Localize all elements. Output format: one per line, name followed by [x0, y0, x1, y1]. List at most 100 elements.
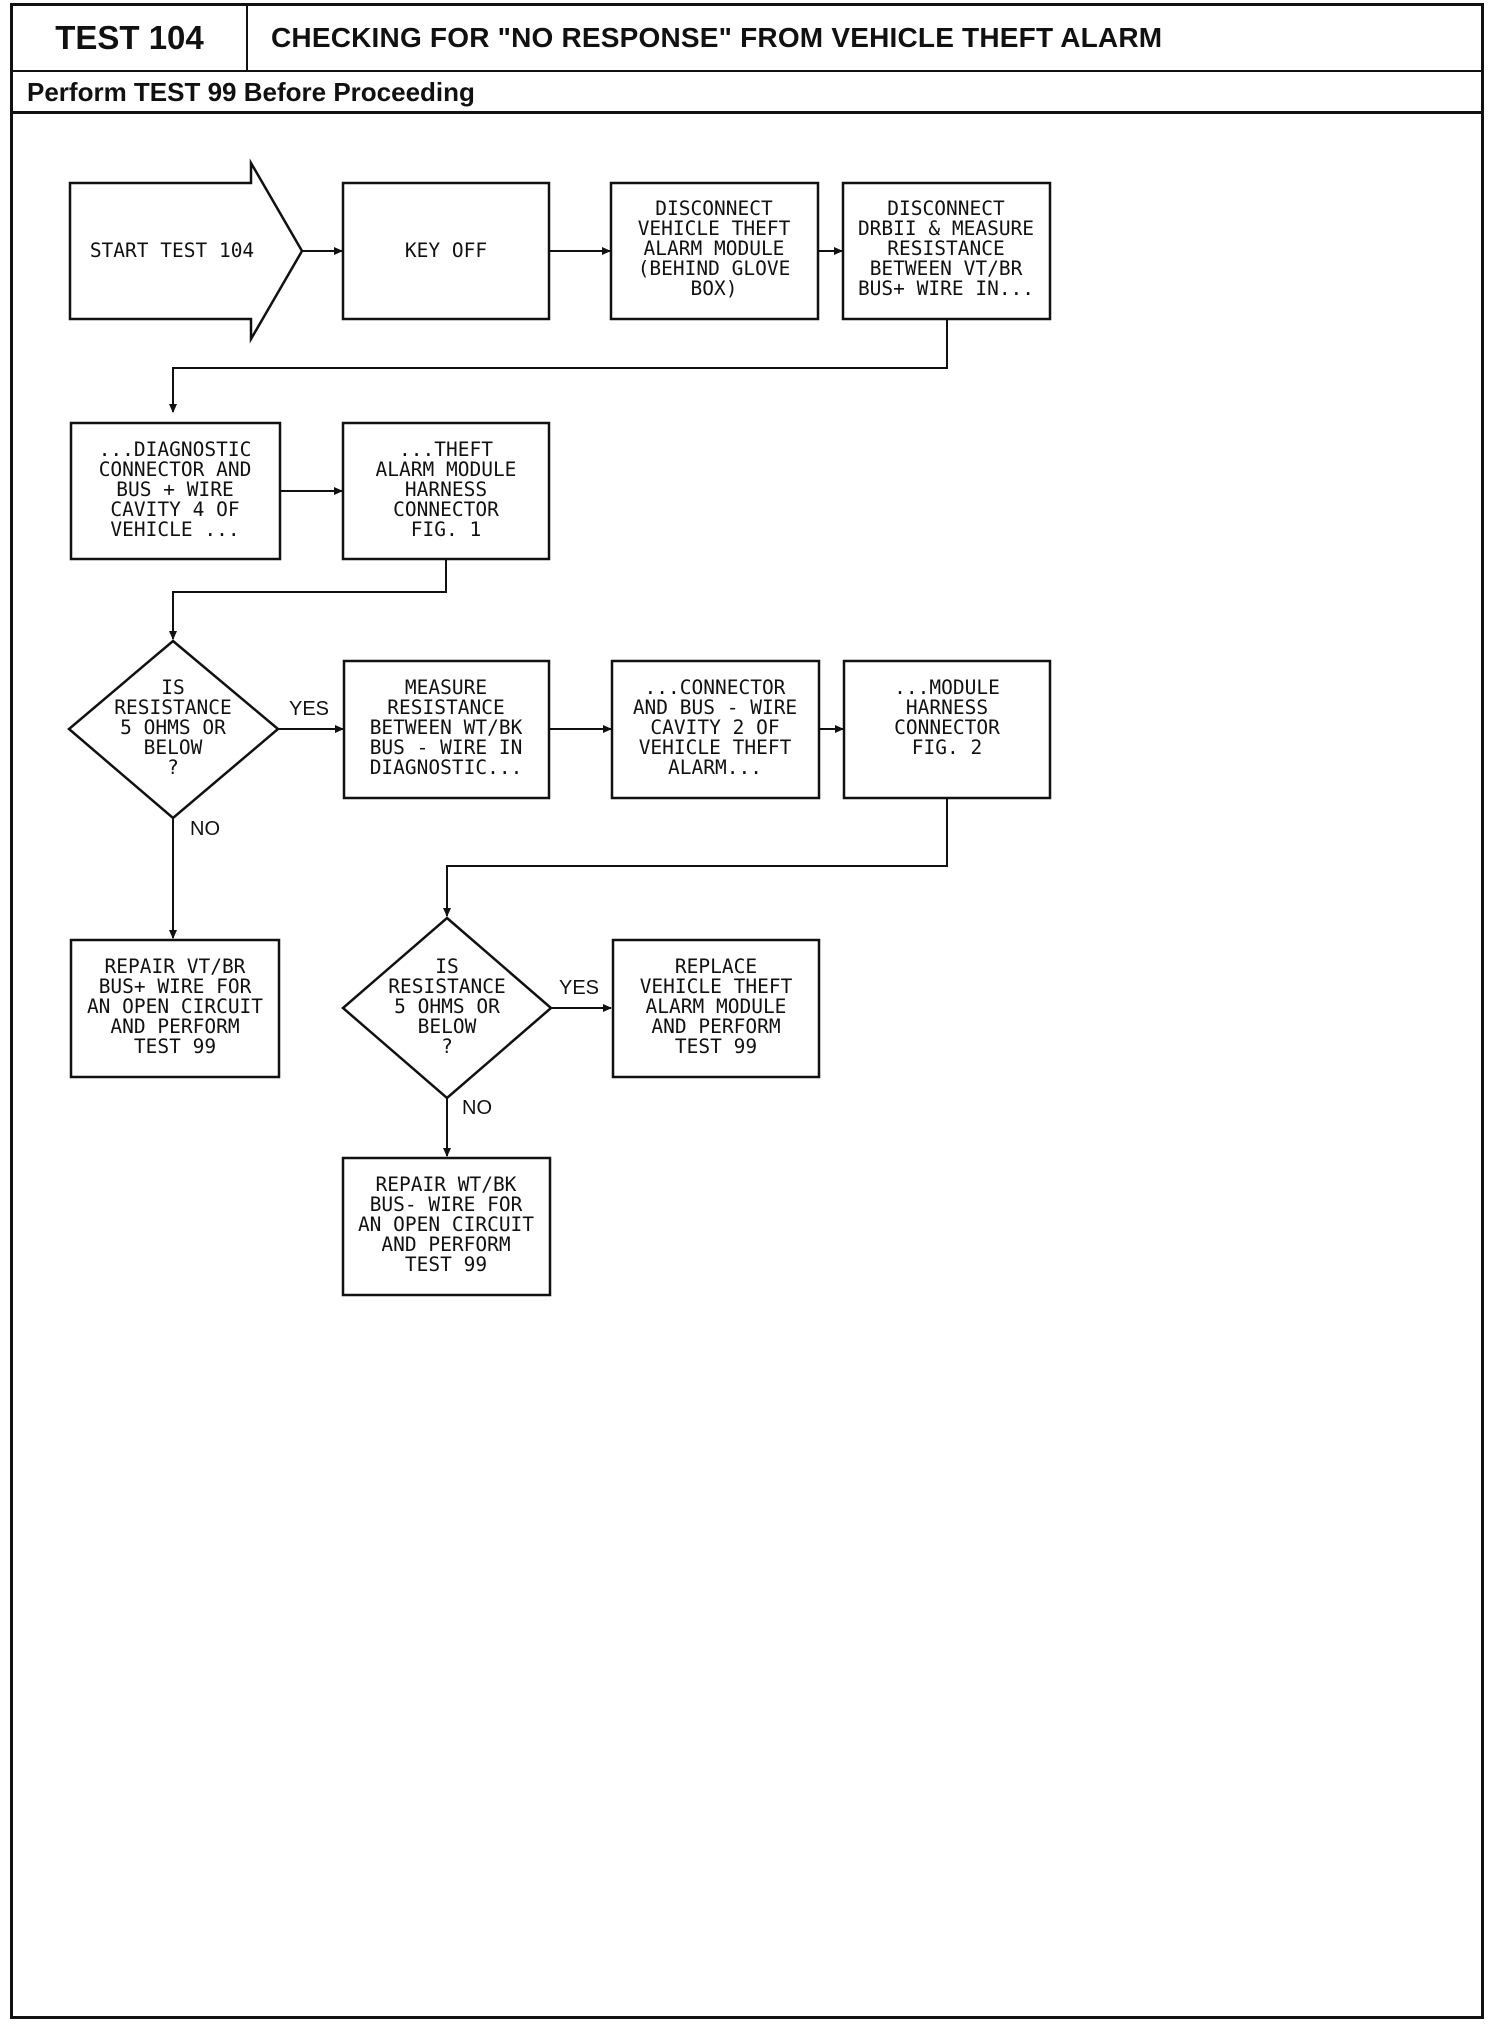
test-title: CHECKING FOR "NO RESPONSE" FROM VEHICLE …	[271, 22, 1163, 53]
node-text-line: AND BUS - WIRE	[633, 696, 797, 719]
decision-2-no-label: NO	[462, 1097, 492, 1119]
node-text-line: ?	[441, 1035, 453, 1058]
node-text-line: AN OPEN CIRCUIT	[358, 1213, 534, 1236]
header-row: TEST 104 CHECKING FOR "NO RESPONSE" FROM…	[13, 6, 1481, 72]
node-text-line: 5 OHMS OR	[120, 716, 226, 739]
node-text-line: DISCONNECT	[655, 197, 773, 220]
node-text-line: BUS- WIRE FOR	[370, 1193, 523, 1216]
node-text-line: RESISTANCE	[387, 696, 504, 719]
decision-1-no-label: NO	[190, 818, 220, 840]
key-off-node: KEY OFF	[341, 181, 551, 321]
test-number: TEST 104	[13, 6, 248, 70]
node-text-line: TEST 99	[405, 1253, 487, 1276]
node-text-line: BUS+ WIRE FOR	[99, 975, 252, 998]
node-text-line: VEHICLE THEFT	[640, 975, 793, 998]
node-text-line: KEY OFF	[405, 239, 487, 262]
node-text-line: BELOW	[418, 1015, 477, 1038]
node-text-line: MEASURE	[405, 676, 487, 699]
node-text-line: (BEHIND GLOVE	[638, 257, 791, 280]
node-text-line: ALARM MODULE	[376, 458, 517, 481]
node-text-line: AND PERFORM	[110, 1015, 239, 1038]
node-text-line: ALARM...	[668, 756, 762, 779]
node-text-line: BELOW	[144, 736, 203, 759]
node-text-line: RESISTANCE	[388, 975, 505, 998]
node-text-line: DIAGNOSTIC...	[370, 756, 523, 779]
start-text: START TEST 104	[90, 239, 254, 262]
node-text-line: RESISTANCE	[114, 696, 231, 719]
node-text-line: FIG. 2	[912, 736, 982, 759]
node-text-line: CAVITY 2 OF	[650, 716, 779, 739]
node-text-line: BUS - WIRE IN	[370, 736, 523, 759]
prerequisite-row: Perform TEST 99 Before Proceeding	[13, 72, 1481, 114]
test-page: TEST 104 CHECKING FOR "NO RESPONSE" FROM…	[10, 3, 1484, 2019]
node-text-line: BUS + WIRE	[116, 478, 233, 501]
node-text-line: CONNECTOR	[894, 716, 1000, 739]
prerequisite-text: Perform TEST 99 Before Proceeding	[27, 76, 475, 107]
node-text-line: AND PERFORM	[381, 1233, 510, 1256]
node-text-line: TEST 99	[675, 1035, 757, 1058]
start-node: START TEST 104	[68, 158, 304, 344]
node-text-line: ALARM MODULE	[646, 995, 787, 1018]
node-text-line: ...THEFT	[399, 438, 493, 461]
node-text-line: BUS+ WIRE IN...	[858, 277, 1034, 300]
node-text-line: START TEST 104	[90, 239, 254, 262]
node-text-line: 5 OHMS OR	[394, 995, 500, 1018]
node-text-line: DISCONNECT	[887, 197, 1005, 220]
node-text-line: FIG. 1	[411, 518, 481, 541]
node-text-line: ...DIAGNOSTIC	[99, 438, 252, 461]
node-text-line: BETWEEN WT/BK	[370, 716, 523, 739]
node-text-line: HARNESS	[906, 696, 988, 719]
node-text-line: REPLACE	[675, 955, 757, 978]
node-text-line: REPAIR VT/BR	[105, 955, 246, 978]
node-text-line: ...MODULE	[894, 676, 1000, 699]
node-text-line: ALARM MODULE	[644, 237, 785, 260]
node-text-line: REPAIR WT/BK	[376, 1173, 517, 1196]
node-text-line: ...CONNECTOR	[645, 676, 786, 699]
node-text-line: TEST 99	[134, 1035, 216, 1058]
node-text-line: AN OPEN CIRCUIT	[87, 995, 263, 1018]
node-text-line: CAVITY 4 OF	[110, 498, 239, 521]
key-off-text: KEY OFF	[405, 239, 487, 262]
node-text-line: RESISTANCE	[887, 237, 1004, 260]
node-text-line: VEHICLE THEFT	[639, 736, 792, 759]
node-text-line: IS	[435, 955, 458, 978]
node-text-line: BOX)	[691, 277, 738, 300]
node-text-line: BETWEEN VT/BR	[870, 257, 1023, 280]
decision-2-yes-label: YES	[559, 977, 599, 999]
node-text-line: CONNECTOR	[393, 498, 499, 521]
node-text-line: ?	[167, 756, 179, 779]
node-text-line: AND PERFORM	[651, 1015, 780, 1038]
connector-lines	[169, 247, 948, 1157]
node-text-line: HARNESS	[405, 478, 487, 501]
node-text-line: CONNECTOR AND	[99, 458, 252, 481]
node-text-line: IS	[161, 676, 184, 699]
node-text-line: VEHICLE ...	[110, 518, 239, 541]
node-text-line: VEHICLE THEFT	[638, 217, 791, 240]
decision-1-yes-label: YES	[289, 698, 329, 720]
